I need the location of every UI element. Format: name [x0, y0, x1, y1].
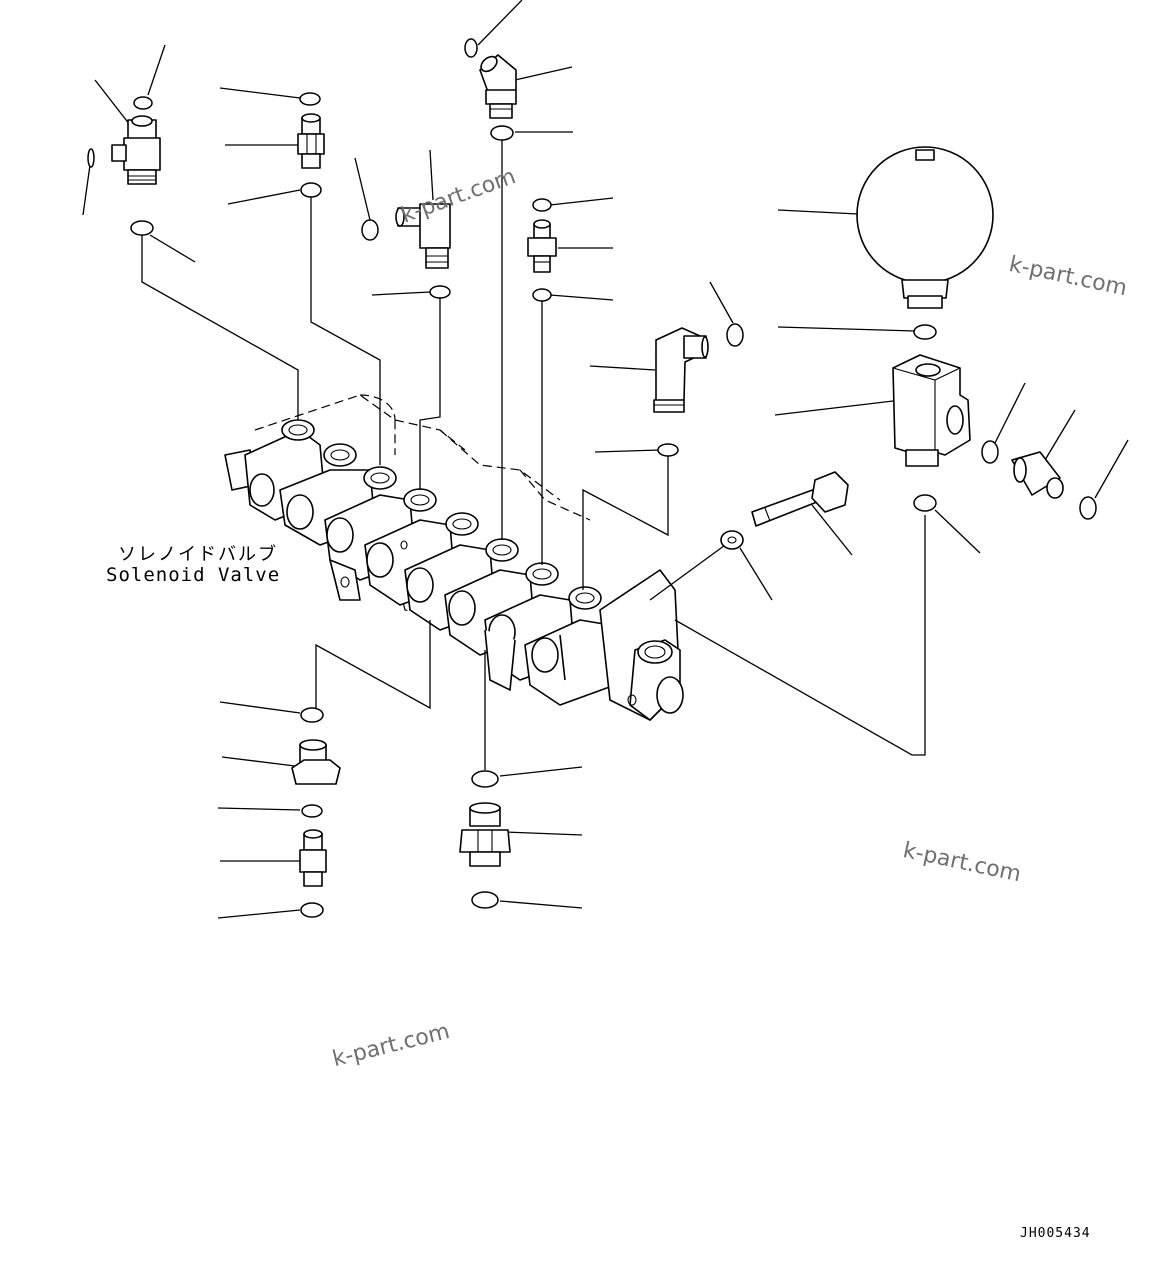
plug-fitting — [291, 739, 341, 785]
o-ring — [299, 92, 321, 106]
hex-fitting-lower — [459, 802, 511, 867]
o-ring — [429, 285, 451, 299]
o-ring — [471, 891, 499, 909]
solenoid-valve-label-jp: ソレノイドバルブ — [118, 544, 278, 565]
o-ring — [300, 707, 324, 723]
elbow-fitting — [395, 203, 451, 269]
straight-adapter-fitting — [297, 113, 325, 169]
o-ring — [133, 96, 153, 110]
o-ring — [532, 288, 552, 302]
o-ring — [726, 323, 744, 347]
o-ring — [913, 324, 937, 340]
straight-fitting-lower — [299, 829, 327, 887]
solenoid-valve-label-en: Solenoid Valve — [106, 564, 281, 586]
valve-block — [892, 354, 971, 467]
solenoid-valve-block — [224, 394, 684, 721]
o-ring — [657, 443, 679, 457]
o-ring — [471, 770, 499, 788]
o-ring — [300, 902, 324, 918]
accumulator — [856, 146, 994, 309]
long-elbow-fitting — [653, 327, 709, 413]
small-connector-fitting — [527, 219, 557, 273]
o-ring — [981, 440, 999, 464]
washer — [720, 530, 744, 550]
o-ring — [913, 494, 937, 512]
drawing-code: JH005434 — [1020, 1226, 1091, 1241]
o-ring — [130, 220, 154, 236]
check-valve-fitting — [111, 115, 161, 185]
45-degree-fitting — [479, 54, 517, 119]
o-ring — [532, 198, 552, 212]
o-ring — [1079, 496, 1097, 520]
o-ring — [490, 125, 514, 141]
o-rings — [87, 38, 1097, 918]
o-ring — [300, 182, 322, 198]
o-ring — [87, 148, 95, 168]
side-adapter-fitting — [1011, 451, 1064, 499]
o-ring — [464, 38, 478, 58]
o-ring — [301, 804, 323, 818]
leader-lines — [82, 0, 1129, 919]
o-ring — [361, 219, 379, 241]
bolt — [751, 471, 849, 527]
